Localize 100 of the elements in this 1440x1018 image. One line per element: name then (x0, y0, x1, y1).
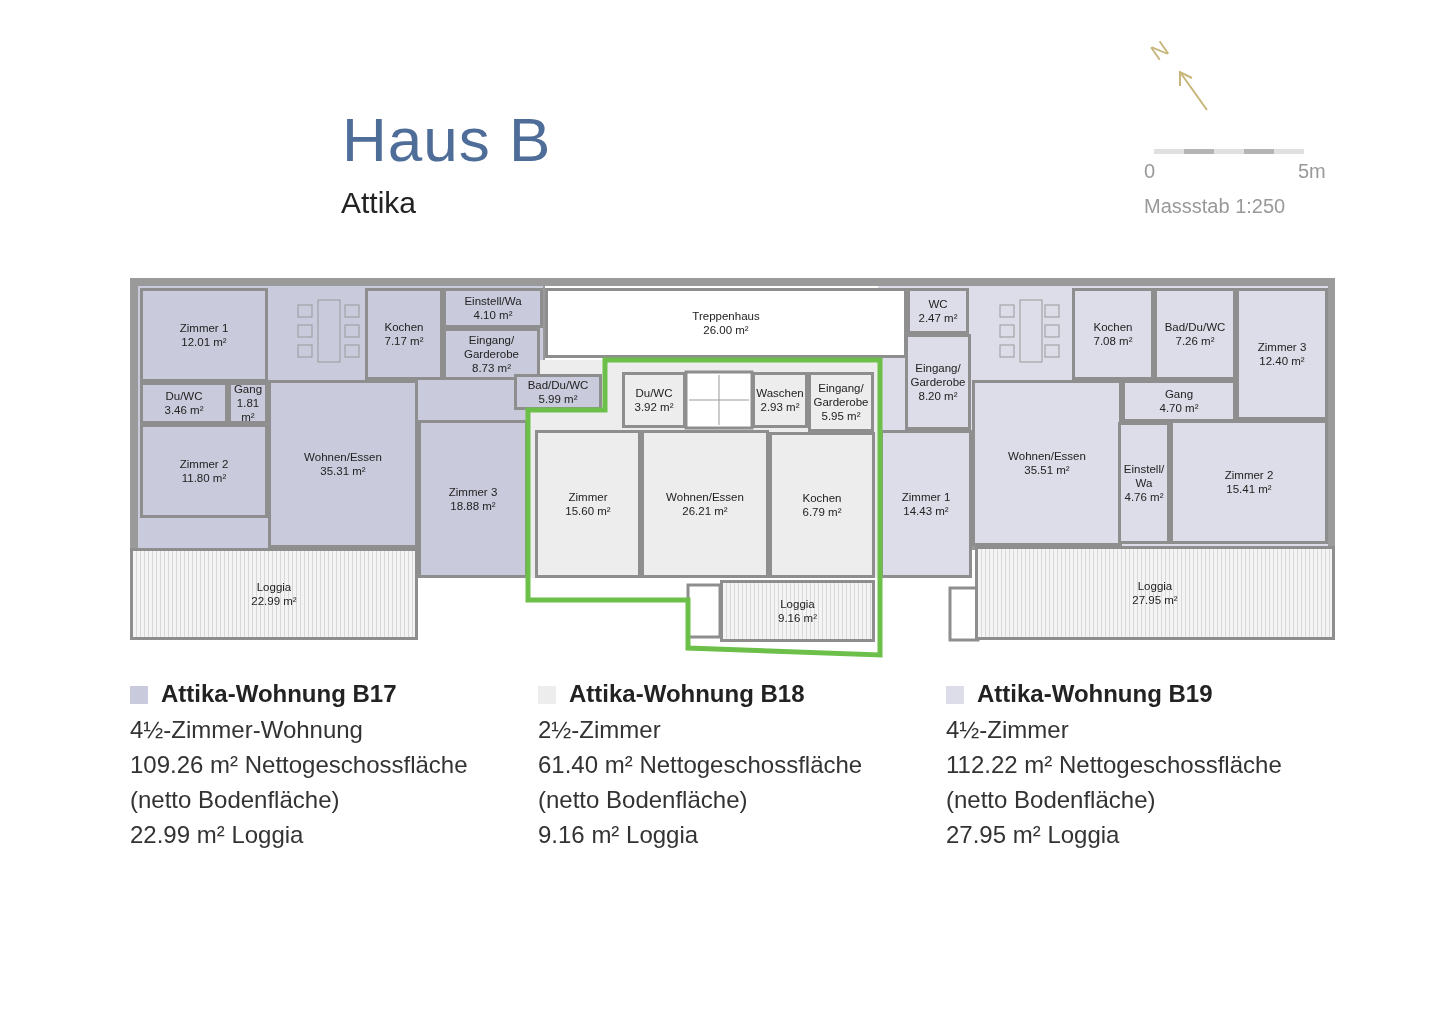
subtitle: Attika (341, 186, 417, 220)
apartment-detail: 27.95 m² Loggia (946, 821, 1120, 849)
room-name: Du/WC (635, 386, 673, 400)
room-area: 26.21 m² (682, 504, 728, 518)
room-area: 11.80 m² (181, 471, 227, 485)
room-name: Loggia (1137, 579, 1173, 593)
room (907, 288, 969, 334)
room-name: Zimmer 1 (901, 490, 951, 504)
room-name: Kochen (1093, 320, 1133, 334)
legend-label: Attika-Wohnung B18 (569, 680, 805, 708)
apartment-detail: 2½-Zimmer (538, 716, 661, 744)
scale-caption: Massstab 1:250 (1144, 195, 1286, 218)
room-area: 18.88 m² (450, 499, 496, 513)
room (769, 432, 875, 578)
room-area: 15.60 m² (565, 504, 611, 518)
room-name: Zimmer 3 (1257, 340, 1307, 354)
room-area: 7.26 m² (1175, 334, 1215, 348)
room (535, 430, 641, 578)
room-area: 3.92 m² (634, 400, 674, 414)
room-name: Bad/Du/WC (527, 378, 589, 392)
room-area: 12.01 m² (181, 335, 227, 349)
room-area: 8.73 m² (472, 361, 511, 375)
room (140, 382, 228, 424)
room-area: 7.08 m² (1093, 334, 1133, 348)
title: Haus B (342, 104, 552, 175)
room-name: Wohnen/Essen (304, 450, 382, 464)
room (972, 380, 1122, 546)
room-name: Loggia (780, 597, 815, 611)
room-area: 3.46 m² (164, 403, 204, 417)
room-name: Zimmer 2 (179, 457, 229, 471)
room-name: Kochen (802, 491, 842, 505)
apartment-detail: 112.22 m² Nettogeschossfläche (946, 751, 1282, 779)
room-name: Wohnen/Essen (1008, 449, 1086, 463)
room (905, 334, 971, 430)
room-name: Eingang/ Garderobe (463, 333, 520, 361)
room (880, 430, 972, 578)
room (752, 372, 808, 428)
room-name: Zimmer 1 (179, 321, 229, 335)
room-area: 15.41 m² (1226, 482, 1272, 496)
room-area: 7.17 m² (384, 334, 424, 348)
apartment-detail: 61.40 m² Nettogeschossfläche (538, 751, 863, 779)
room-area: 4.10 m² (473, 308, 513, 322)
room-name: Kochen (384, 320, 424, 334)
room (1118, 422, 1170, 544)
room (140, 288, 268, 382)
room-name: Du/WC (165, 389, 203, 403)
room-area: 27.95 m² (1132, 593, 1178, 607)
room-name: Treppenhaus (692, 309, 760, 323)
room-area: 5.95 m² (821, 409, 861, 423)
room-area: 6.79 m² (802, 505, 842, 519)
room-area: 35.51 m² (1024, 463, 1070, 477)
room (641, 430, 769, 578)
room (1122, 380, 1236, 422)
apartment-detail: (netto Bodenfläche) (538, 786, 748, 814)
room-area: 5.99 m² (538, 392, 578, 406)
room-name: Zimmer 2 (1224, 468, 1274, 482)
room-name: Zimmer 3 (448, 485, 498, 499)
room-name: Gang (1164, 387, 1194, 401)
room (1072, 288, 1154, 380)
room-area: 2.93 m² (760, 400, 800, 414)
room (443, 328, 540, 380)
stairwell-room (545, 288, 907, 358)
apartment-detail: (netto Bodenfläche) (130, 786, 340, 814)
room (808, 372, 874, 432)
room-name: Waschen (756, 386, 804, 400)
room (365, 288, 443, 380)
room-name: Wohnen/Essen (666, 490, 744, 504)
north-letter: N (1146, 35, 1174, 67)
room-area: 1.81 m² (231, 396, 265, 424)
apartment-detail: (netto Bodenfläche) (946, 786, 1156, 814)
room-area: 4.70 m² (1159, 401, 1199, 415)
room-name: Bad/Du/WC (1164, 320, 1226, 334)
legend-label: Attika-Wohnung B17 (161, 680, 397, 708)
room-name: Einstell/ Wa (1122, 462, 1166, 490)
room (268, 380, 418, 548)
loggia-terrace (130, 548, 418, 640)
room (140, 424, 268, 518)
room-area: 4.76 m² (1124, 490, 1164, 504)
scale-label: 0 (1144, 160, 1156, 183)
room-area: 12.40 m² (1259, 354, 1305, 368)
room-name: Eingang/ Garderobe (909, 361, 967, 389)
apartment-detail: 4½-Zimmer-Wohnung (130, 716, 363, 744)
room-name: Eingang/ Garderobe (812, 381, 870, 409)
room (228, 382, 268, 424)
room-name: WC (928, 297, 948, 311)
scale-label: 5m (1298, 160, 1326, 183)
room (1154, 288, 1236, 380)
apartment-detail: 22.99 m² Loggia (130, 821, 304, 849)
room (1170, 420, 1328, 544)
room (1236, 288, 1328, 420)
apartment-detail: 9.16 m² Loggia (538, 821, 699, 849)
loggia-terrace (720, 580, 875, 642)
room-area: 26.00 m² (703, 323, 749, 337)
room-name: Zimmer (568, 490, 608, 504)
room-name: Gang (233, 382, 263, 396)
room (443, 288, 543, 328)
room (418, 420, 528, 578)
room (514, 374, 602, 410)
apartment-detail: 4½-Zimmer (946, 716, 1069, 744)
room-area: 9.16 m² (778, 611, 817, 625)
